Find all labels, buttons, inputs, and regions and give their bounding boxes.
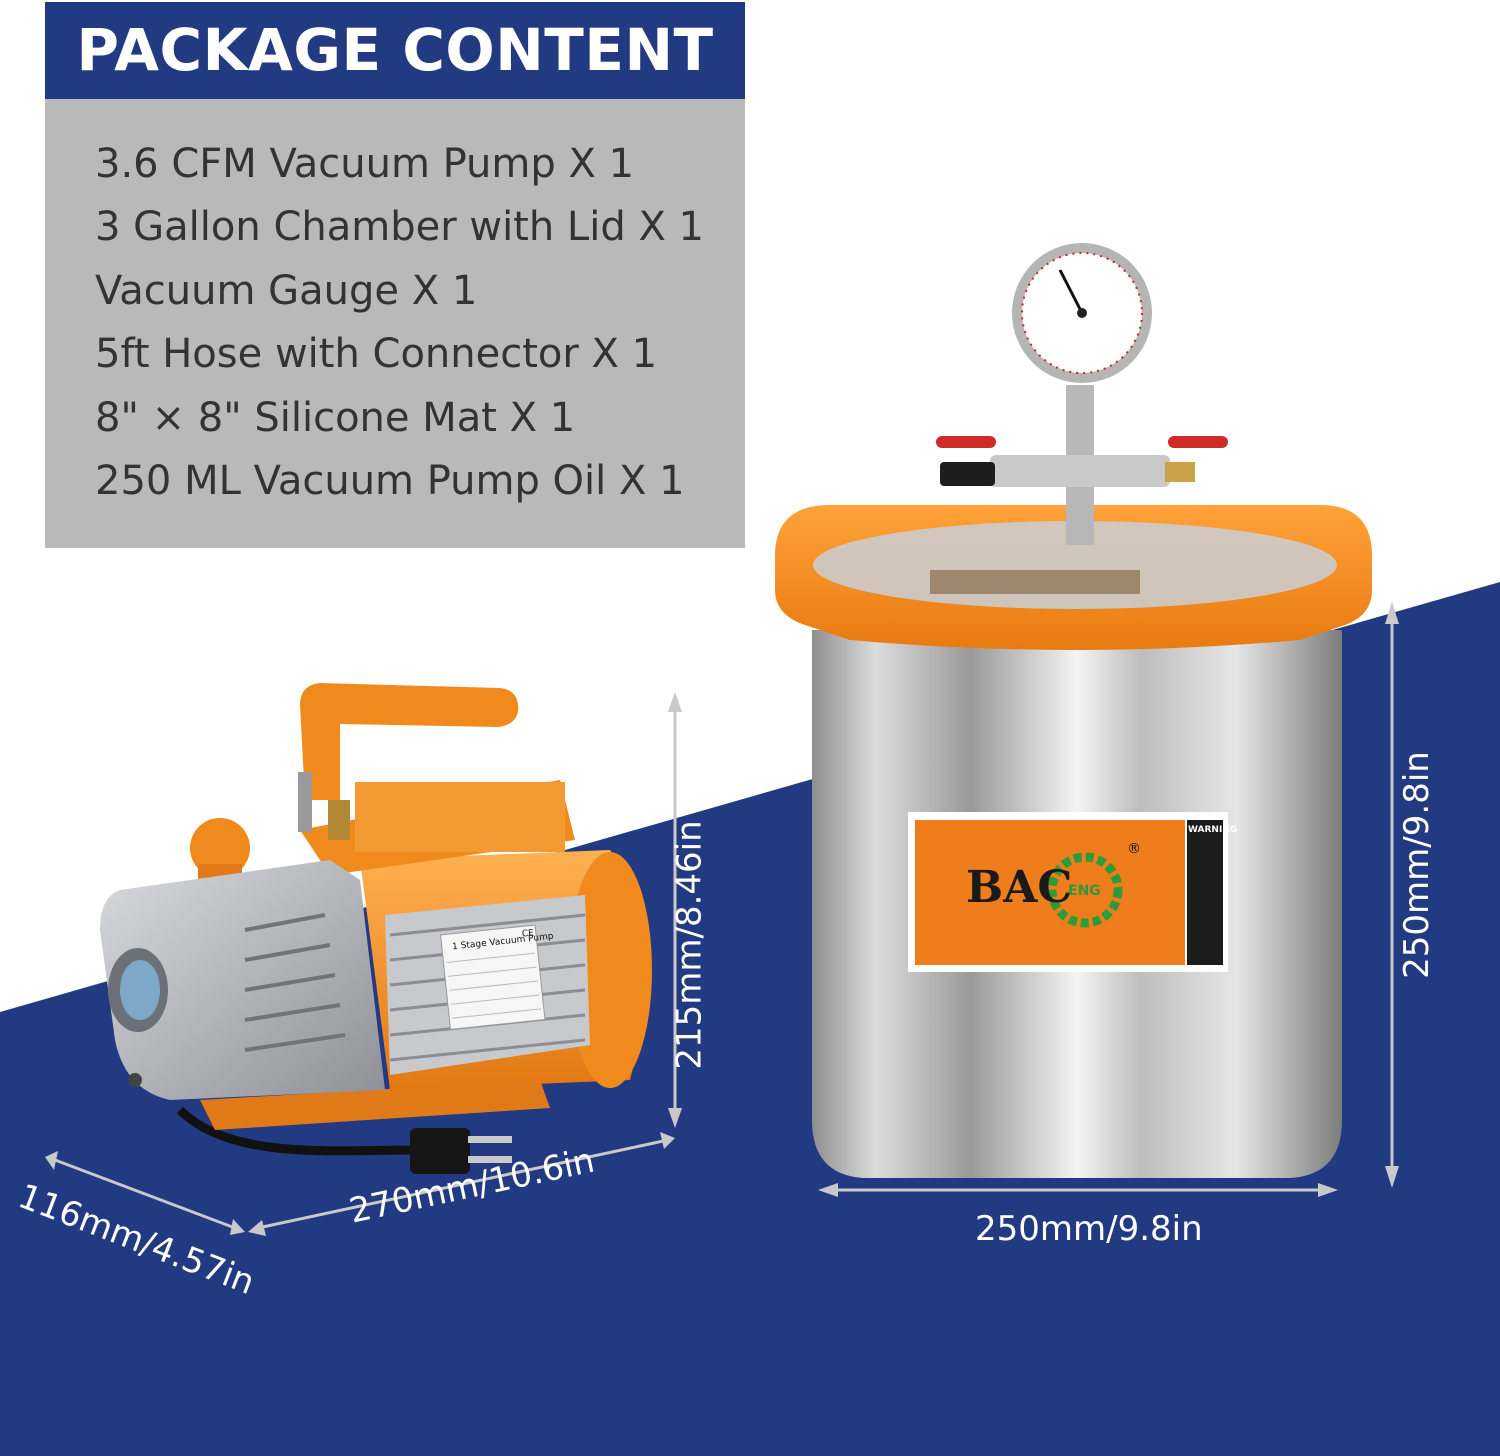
list-item: 8" × 8" Silicone Mat X 1: [95, 394, 576, 441]
chamber-brand-logo: BAC: [966, 862, 1073, 913]
chamber-brand-eng: ENG: [1068, 883, 1101, 899]
dimension-arrows: [45, 602, 1399, 1236]
chamber-height-label: 250mm/9.8in: [1396, 751, 1437, 979]
list-item: 5ft Hose with Connector X 1: [95, 331, 658, 378]
pump-ce-mark: CE: [521, 928, 535, 940]
vacuum-pump-illustration: [100, 683, 652, 1174]
list-item: 250 ML Vacuum Pump Oil X 1: [95, 457, 685, 504]
warning-label: WARNING: [1188, 825, 1238, 835]
chamber-diameter-label: 250mm/9.8in: [975, 1209, 1203, 1249]
registered-mark: ®: [1127, 841, 1141, 857]
list-item: Vacuum Gauge X 1: [95, 267, 478, 314]
package-content-title: PACKAGE CONTENT: [45, 2, 745, 99]
vacuum-chamber-illustration: [775, 243, 1372, 1178]
package-content-panel: 3.6 CFM Vacuum Pump X 1 3 Gallon Chamber…: [45, 99, 745, 548]
list-item: 3 Gallon Chamber with Lid X 1: [95, 204, 705, 251]
package-content-list: 3.6 CFM Vacuum Pump X 1 3 Gallon Chamber…: [95, 133, 704, 513]
pump-height-label: 215mm/8.46in: [669, 820, 710, 1070]
list-item: 3.6 CFM Vacuum Pump X 1: [95, 141, 635, 187]
